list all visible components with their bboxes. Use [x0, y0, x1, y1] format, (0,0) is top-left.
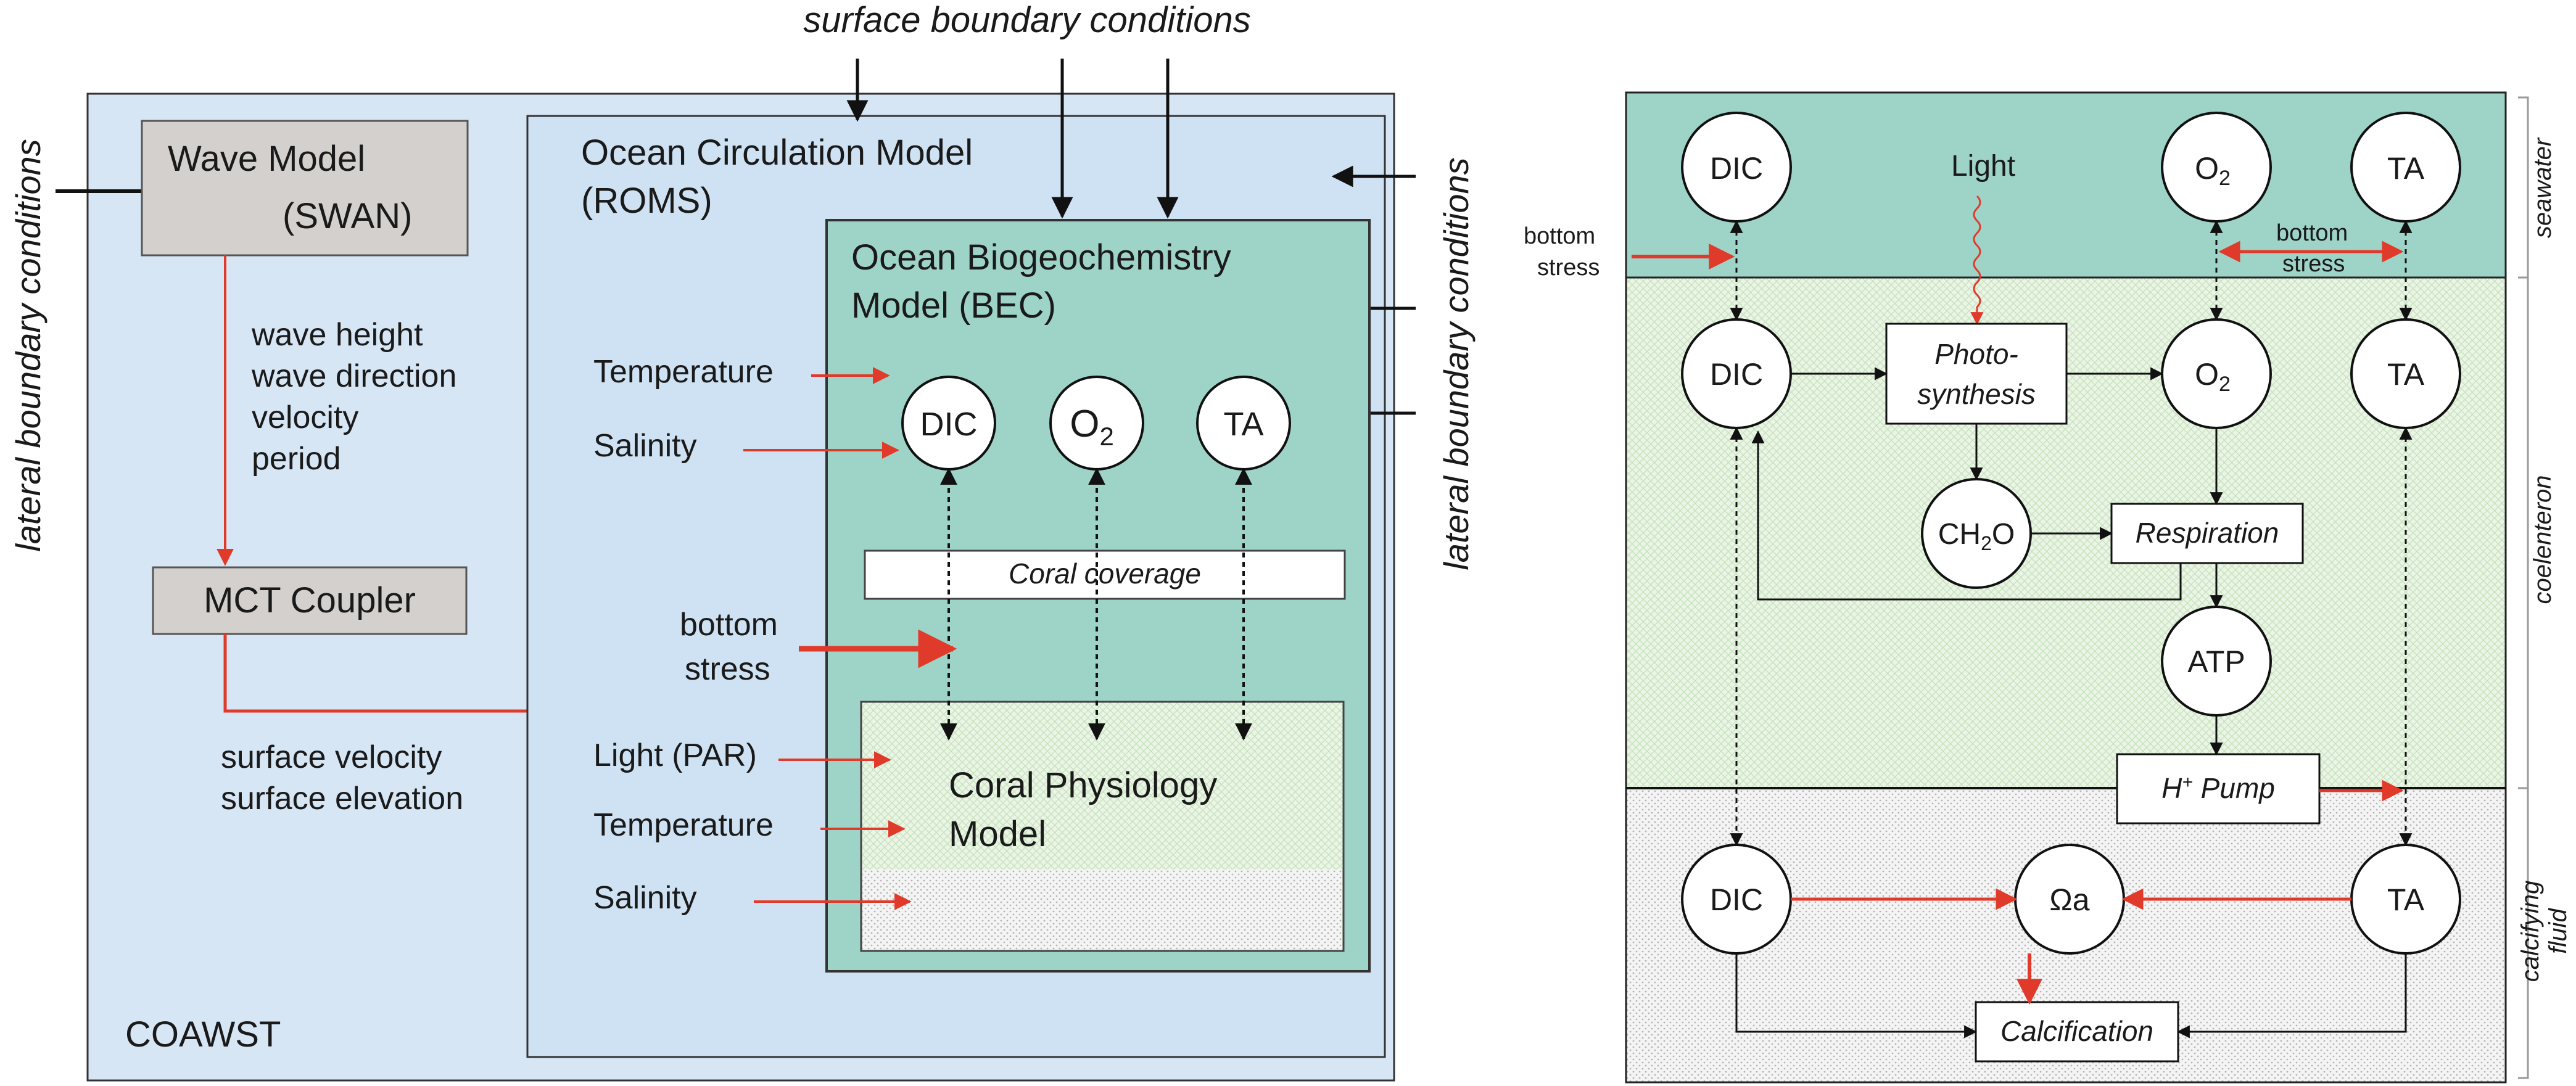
bec-subtitle: Model (BEC)	[851, 286, 1056, 326]
sea-dic-label: DIC	[1710, 151, 1763, 186]
lateral-boundary-right-label: lateral boundary conditions	[1437, 157, 1476, 570]
mct-to-roms-arrow	[223, 634, 579, 722]
photosynthesis-line2: synthesis	[1917, 378, 2036, 410]
ch2o-label: CH2O	[1938, 518, 2015, 554]
coawst-label: COAWST	[125, 1014, 281, 1055]
coel-dic-label: DIC	[1710, 357, 1763, 392]
calcification-box	[1975, 1001, 2179, 1063]
photosynthesis-box	[1885, 323, 2068, 425]
sea-o2-label: O2	[2195, 151, 2231, 190]
light-label: Light	[1951, 150, 2015, 183]
light-wave-arrow	[1970, 195, 1984, 326]
dic-to-calc-arrow	[1735, 953, 1978, 1039]
physio-title: Coral Physiology	[949, 765, 1217, 805]
coel-o2-label: O2	[2195, 357, 2231, 396]
respiration-label: Respiration	[2136, 517, 2279, 549]
bec-input-salinity: Salinity	[593, 428, 697, 464]
mct-coupler-box	[152, 566, 468, 635]
respiration-box	[2110, 503, 2304, 564]
bec-dic-label: DIC	[920, 406, 978, 443]
zone-coelenteron-label: coelenteron	[2529, 475, 2556, 604]
mct-coupler-label: MCT Coupler	[204, 580, 416, 620]
coel-ta-label: TA	[2387, 357, 2425, 392]
bec-o2-label: O2	[1070, 403, 1114, 451]
bec-title: Ocean Biogeochemistry	[851, 237, 1231, 278]
coral-coverage-label: Coral coverage	[1009, 557, 1201, 590]
hpump-label: H+ Pump	[2161, 772, 2275, 804]
resp-to-dic-arrow	[1751, 430, 2182, 601]
bottom-stress-left-line1: bottom	[1524, 223, 1595, 249]
physio-input-temperature: Temperature	[593, 807, 774, 843]
physio-input-light: Light (PAR)	[593, 738, 757, 773]
bottom-stress-line1: bottom	[680, 607, 778, 643]
right-panel: seawater coelenteron calcifying fluid DI…	[1524, 91, 2572, 1084]
right-frame	[1625, 91, 2507, 1084]
lateral-boundary-left-label: lateral boundary conditions	[9, 139, 47, 551]
bec-input-temperature: Temperature	[593, 354, 774, 390]
wave-model-subtitle: (SWAN)	[283, 196, 412, 236]
bec-ta-label: TA	[1224, 406, 1264, 443]
calc-omega-label: Ωa	[2049, 882, 2089, 917]
zone-seawater-label: seawater	[2529, 137, 2556, 238]
wave-output-1: wave height	[251, 317, 423, 353]
mct-output-2: surface elevation	[221, 781, 463, 817]
mct-output-1: surface velocity	[221, 739, 442, 775]
wave-output-2: wave direction	[251, 358, 456, 394]
ta-to-calc-arrow	[2176, 953, 2407, 1039]
photosynthesis-line1: Photo-	[1934, 338, 2018, 370]
calc-ta-label: TA	[2387, 882, 2425, 917]
zone-fluid-label: fluid	[2545, 908, 2572, 954]
sea-ta-label: TA	[2387, 151, 2425, 186]
bottom-stress-left-line2: stress	[1537, 255, 1600, 281]
roms-title: Ocean Circulation Model	[581, 133, 973, 173]
bottom-stress-mid-line1: bottom	[2276, 220, 2348, 246]
coral-physiology-dotted	[862, 870, 1342, 950]
atp-label: ATP	[2187, 644, 2245, 679]
physio-subtitle: Model	[949, 814, 1046, 854]
wave-model-title: Wave Model	[168, 139, 365, 179]
calc-dic-label: DIC	[1710, 882, 1763, 917]
wave-output-4: period	[252, 441, 341, 477]
calcification-label: Calcification	[2000, 1015, 2153, 1047]
physio-input-salinity: Salinity	[593, 880, 697, 916]
wave-output-3: velocity	[252, 400, 358, 435]
surface-boundary-label: surface boundary conditions	[803, 0, 1250, 40]
zone-bracket	[2518, 96, 2529, 1079]
bottom-stress-mid-line2: stress	[2282, 251, 2345, 277]
left-panel: surface boundary conditions COAWST later…	[9, 0, 1476, 1082]
wave-model-box	[141, 120, 469, 257]
roms-subtitle: (ROMS)	[581, 181, 712, 221]
hpump-box	[2116, 753, 2321, 825]
bottom-stress-line2: stress	[685, 651, 770, 687]
zone-calcifying-label: calcifying	[2517, 881, 2544, 982]
